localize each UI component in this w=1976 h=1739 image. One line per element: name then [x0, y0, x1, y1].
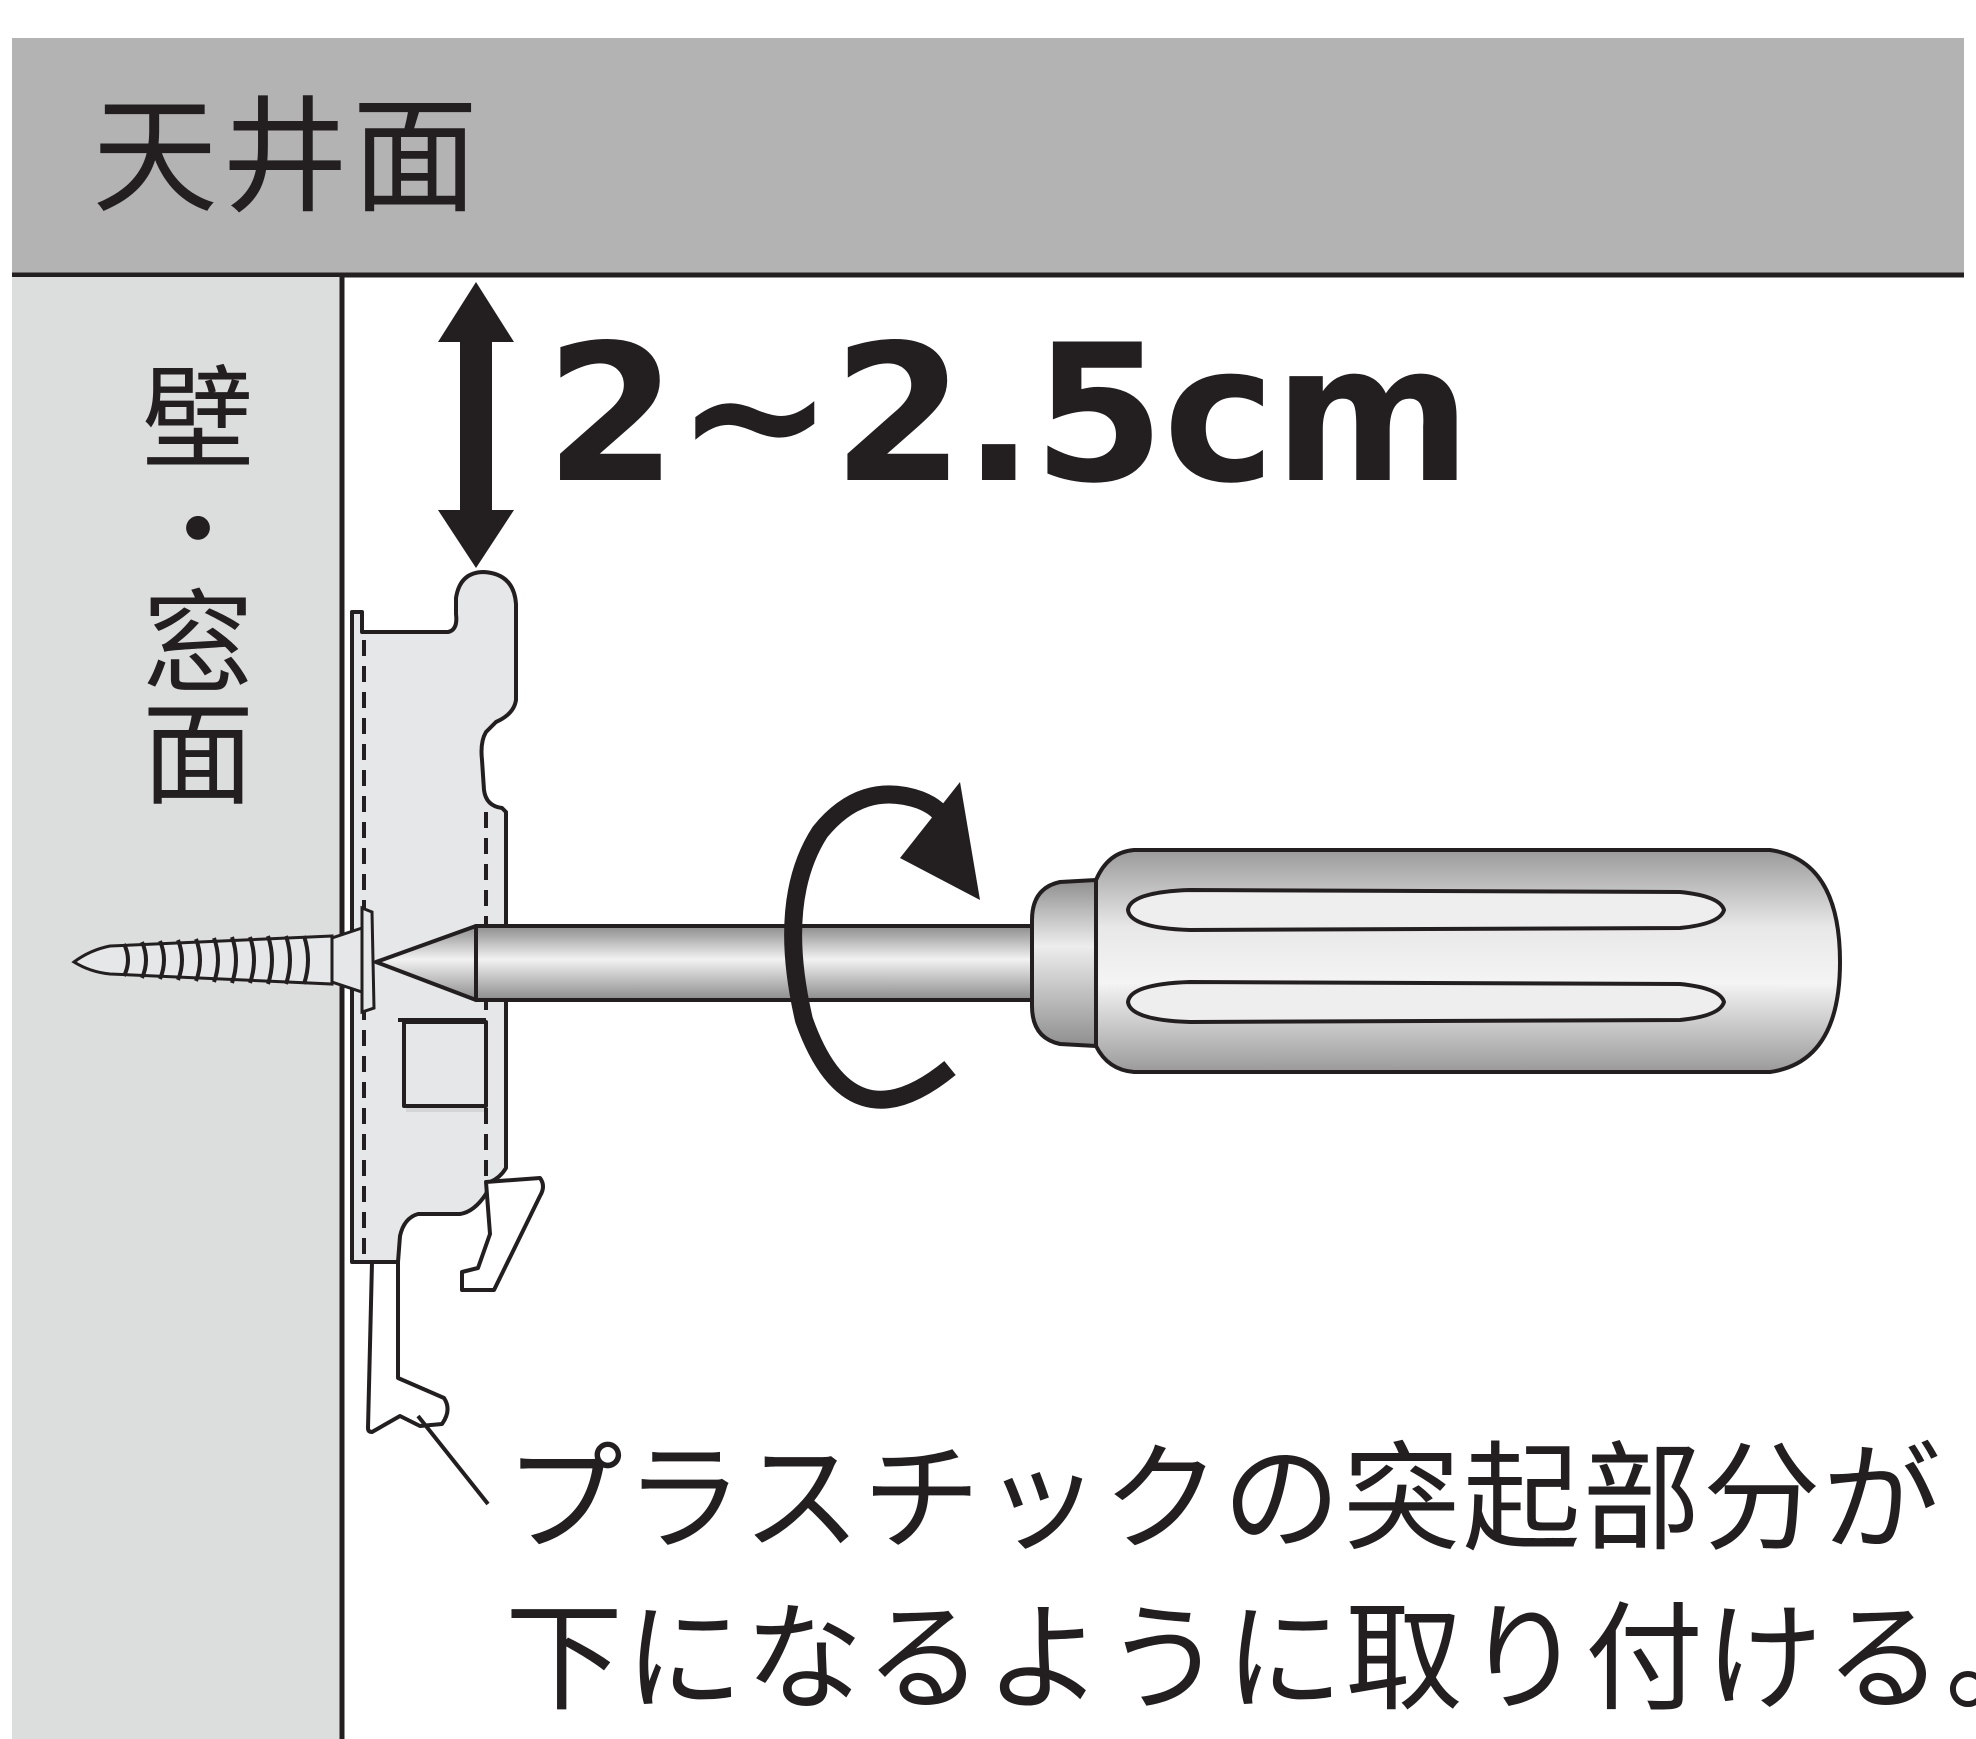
plastic-projection — [460, 1176, 545, 1292]
screwdriver-handle — [1094, 848, 1842, 1074]
double-arrow-icon — [438, 282, 514, 568]
note-line-1: プラスチックの突起部分が — [505, 1430, 1943, 1568]
handle-groove-bottom — [1126, 980, 1726, 1024]
bracket — [350, 570, 545, 1434]
dimension-label: 2~2.5cm — [545, 304, 1472, 525]
bracket-tab — [366, 1260, 450, 1434]
screw-head — [360, 905, 376, 1015]
note-line-2: 下になるように取り付ける。 — [505, 1590, 1976, 1728]
screwdriver-icon — [374, 848, 1842, 1074]
screw-thread — [71, 934, 334, 986]
handle-groove-top — [1126, 888, 1726, 932]
screw-shank — [330, 925, 364, 995]
bracket-recess-shade — [406, 1108, 486, 1112]
leader-line — [416, 1414, 490, 1506]
screwdriver-ferrule — [1030, 878, 1098, 1048]
screwdriver-shaft — [474, 924, 1038, 1002]
screw-icon — [71, 905, 376, 1015]
wall-surface — [12, 277, 342, 1739]
rotation-curve — [784, 785, 956, 1109]
bracket-hidden-lines — [362, 640, 488, 1258]
clockwise-arrow-icon — [784, 782, 980, 1109]
bracket-body — [350, 570, 518, 1264]
ceiling-surface — [12, 38, 1964, 275]
ceiling-label: 天井面 — [92, 84, 482, 231]
wall-label: 壁・窓面 — [123, 360, 253, 808]
rotation-arrowhead — [900, 782, 980, 900]
